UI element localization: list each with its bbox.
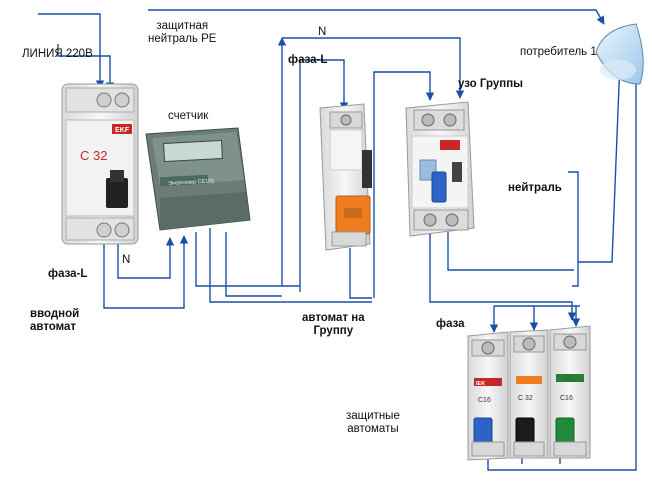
wire-rcd-out-2 [447,232,574,271]
label-n-top: N [318,26,327,38]
wire-group-out [349,248,372,299]
label-consumer: потребитель 1 [520,46,597,58]
wire-meter-out-2 [209,228,372,303]
breaker-3-rating-text: C16 [560,395,573,402]
label-group-breaker: автомат на Группу [302,312,365,337]
wire-input-down-1 [103,235,189,309]
wire-line-in-2 [57,44,115,91]
label-n-mid: N [122,254,131,266]
input-breaker: EKF C 32 [61,83,139,245]
wire-to-rcd [373,71,435,298]
label-phase: фаза [436,318,465,330]
ekf-logo-badge [112,124,132,134]
wire-neutral-bar [568,171,579,287]
wire-meter-out-1 [195,232,300,287]
meter-brand-text: Энергомер СЕ101 [168,178,215,186]
breaker-2-rating-text: C 32 [518,395,533,402]
label-phase-l-top: фаза-L [288,54,328,66]
wires [38,9,641,471]
label-protective-neutral: защитная нейтраль РЕ [148,20,217,45]
label-protective-breakers: защитные автоматы [346,410,400,435]
label-neutral: нейтраль [508,182,562,194]
wire-input-down-2 [117,237,175,279]
wire-out-bottom [487,61,641,471]
label-rcd-group: узо Группы [458,78,523,90]
input-brand-text: EKF [115,127,130,134]
protective-breakers: IEK C16 C 32 C16 [467,325,591,461]
wire-meter-out-3 [225,232,282,297]
electric-meter: Энергомер СЕ101 [145,127,251,231]
wire-pe [148,9,605,25]
wire-rcd-out-1 [429,232,577,321]
rcd-device [405,101,475,237]
label-meter: счетчик [168,110,209,122]
label-line-220: ЛИНИЯ 220В [22,48,93,60]
wire-phase-top [299,59,349,292]
consumer-lamp [595,23,644,85]
breaker-1-rating-text: C16 [478,397,491,404]
wire-neutral-consumer [578,59,624,263]
wire-n-top [282,37,465,99]
label-phase-l-left: фаза-L [48,268,88,280]
label-input-breaker: вводной автомат [30,308,80,333]
input-rating-text: C 32 [80,148,107,163]
breaker-1-brand-text: IEK [476,381,485,387]
group-breaker [319,103,372,251]
wire-line-in-1 [38,13,105,89]
